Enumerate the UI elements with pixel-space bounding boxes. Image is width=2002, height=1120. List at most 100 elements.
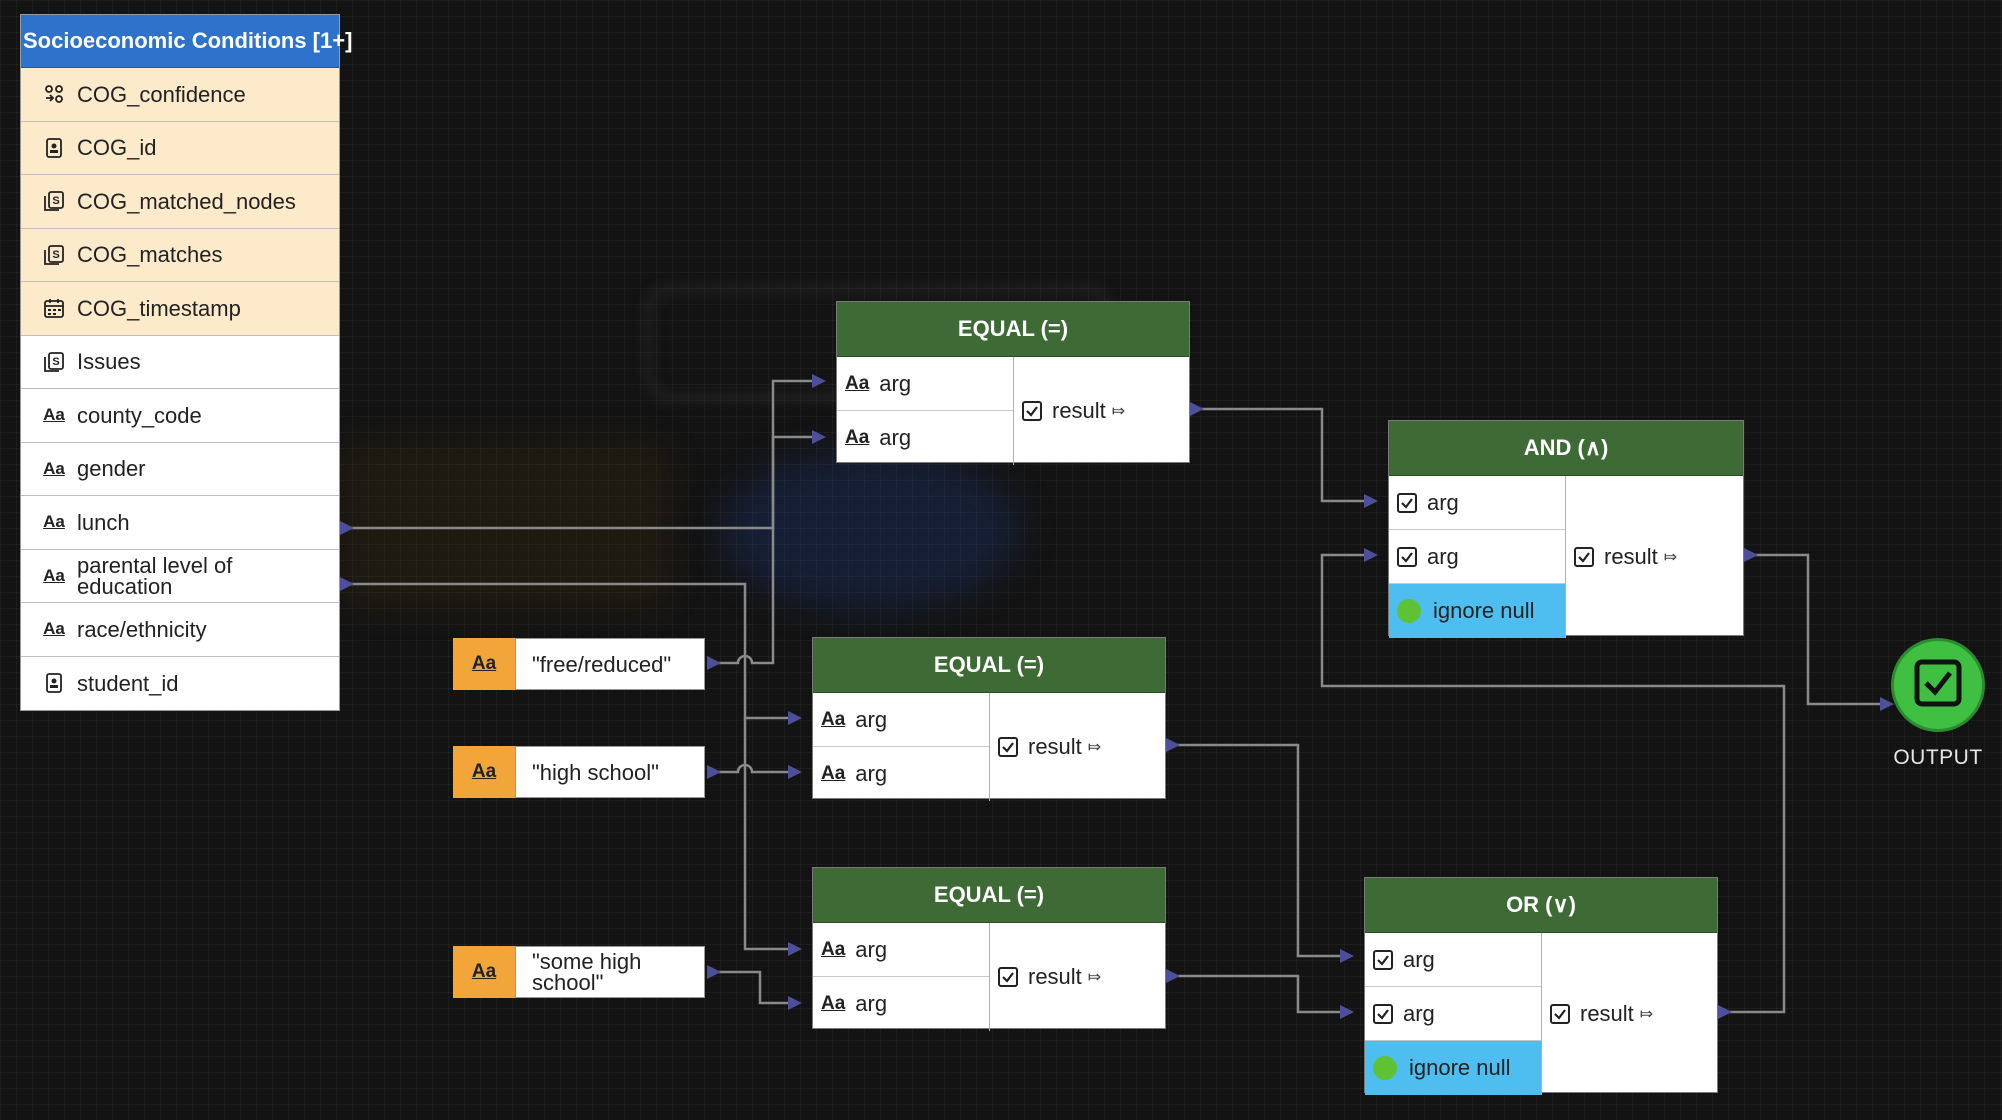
field-issues[interactable]: S Issues — [21, 336, 339, 389]
constant-node-some-high-school[interactable]: Aa "some high school" — [453, 946, 705, 998]
wire-arrowhead — [788, 711, 802, 725]
field-cog-confidence[interactable]: COG_confidence — [21, 68, 339, 122]
wire-arrowhead — [1340, 949, 1354, 963]
constant-value[interactable]: "free/reduced" — [515, 638, 705, 690]
result-port[interactable]: result ⤇ — [1014, 357, 1189, 465]
text-type-icon: Aa — [43, 565, 65, 585]
constant-value[interactable]: "some high school" — [515, 946, 705, 998]
wire-arrowhead — [788, 765, 802, 779]
output-label: OUTPUT — [1893, 746, 1983, 769]
checkbox-icon — [1373, 1003, 1393, 1024]
wire-arrowhead — [812, 430, 826, 444]
checkbox-icon — [1913, 658, 1963, 713]
source-table-node[interactable]: Socioeconomic Conditions [1+] COG_confid… — [20, 14, 352, 711]
wire-arrowhead — [788, 996, 802, 1010]
field-label: parental level of education — [77, 552, 233, 599]
status-dot-icon — [1373, 1056, 1397, 1080]
wire-or-to-and — [1320, 553, 1786, 1014]
output-port — [1718, 1005, 1732, 1019]
text-type-badge: Aa — [453, 638, 515, 690]
result-label: result — [1028, 964, 1082, 989]
checkbox-icon — [1373, 949, 1393, 970]
field-cog-matches[interactable]: S COG_matches — [21, 228, 339, 282]
wire-some-high-school-to-equal3 — [707, 970, 788, 1005]
field-gender[interactable]: Aa gender — [21, 443, 339, 496]
svg-text:S: S — [52, 356, 59, 368]
result-port[interactable]: result ⤇ — [990, 923, 1165, 1031]
field-cog-matched-nodes[interactable]: S COG_matched_nodes — [21, 175, 339, 229]
field-student-id[interactable]: student_id — [21, 657, 339, 711]
list-icon: S — [43, 244, 65, 266]
calendar-icon — [43, 297, 65, 319]
wire-parental-to-equal2 — [340, 582, 788, 720]
field-label: Issues — [77, 349, 141, 375]
arg-port[interactable]: arg — [1389, 530, 1565, 584]
arg-label: arg — [1427, 543, 1459, 569]
output-port — [1166, 738, 1180, 752]
field-label: race/ethnicity — [77, 616, 207, 642]
field-race-ethnicity[interactable]: Aa race/ethnicity — [21, 603, 339, 657]
ignore-null-toggle[interactable]: ignore null — [1365, 1041, 1541, 1095]
constant-value[interactable]: "high school" — [515, 746, 705, 798]
text-type-icon: Aa — [43, 458, 65, 478]
output-port — [1166, 969, 1180, 983]
arg-label: arg — [1403, 1000, 1435, 1026]
background-blur-shape — [720, 450, 1020, 610]
output-port — [707, 765, 721, 779]
arg-port[interactable]: arg — [1365, 987, 1541, 1041]
and-operator-node[interactable]: AND (∧) arg arg ignore null result ⤇ — [1388, 420, 1744, 638]
arg-label: arg — [879, 370, 912, 396]
source-table-title[interactable]: Socioeconomic Conditions [1+] — [21, 15, 352, 68]
operator-title[interactable]: EQUAL (=) — [813, 638, 1165, 693]
field-label: county_code — [77, 402, 202, 428]
field-parental-level-of-education[interactable]: Aa parental level of education — [21, 550, 339, 603]
arg-label: arg — [855, 706, 888, 732]
result-port[interactable]: result ⤇ — [990, 693, 1165, 801]
constant-node-free-reduced[interactable]: Aa "free/reduced" — [453, 638, 705, 690]
field-cog-timestamp[interactable]: COG_timestamp — [21, 282, 339, 336]
field-label: COG_timestamp — [77, 295, 241, 321]
result-port[interactable]: result ⤇ — [1566, 476, 1743, 638]
field-county-code[interactable]: Aa county_code — [21, 389, 339, 443]
wire-arrowhead — [1340, 1005, 1354, 1019]
ignore-null-label: ignore null — [1409, 1055, 1511, 1080]
result-port[interactable]: result ⤇ — [1542, 933, 1717, 1095]
constant-node-high-school[interactable]: Aa "high school" — [453, 746, 705, 798]
operator-title[interactable]: OR (∨) — [1365, 878, 1717, 933]
wire-arrowhead — [1880, 697, 1894, 711]
operator-title[interactable]: AND (∧) — [1389, 421, 1743, 476]
wire-arrowhead — [1364, 494, 1378, 508]
ignore-null-toggle[interactable]: ignore null — [1389, 584, 1565, 638]
arg-port[interactable]: arg — [1365, 933, 1541, 987]
arg-label: arg — [1427, 489, 1459, 515]
checkbox-icon — [1397, 546, 1417, 567]
svg-text:S: S — [52, 249, 59, 261]
wire-arrowhead — [812, 374, 826, 388]
field-cog-id[interactable]: COG_id — [21, 121, 339, 175]
ignore-null-label: ignore null — [1433, 598, 1535, 623]
wire-and-to-output — [1744, 553, 1880, 706]
field-label: COG_id — [77, 135, 157, 161]
checkbox-icon — [1550, 1004, 1570, 1024]
arg-port[interactable]: arg — [1389, 476, 1565, 530]
wire-equal2-to-or — [1166, 743, 1340, 958]
operator-title[interactable]: EQUAL (=) — [813, 868, 1165, 923]
field-lunch[interactable]: Aa lunch — [21, 496, 339, 550]
arg-label: arg — [855, 991, 888, 1016]
operator-title[interactable]: EQUAL (=) — [837, 302, 1189, 357]
or-operator-node[interactable]: OR (∨) arg arg ignore null result ⤇ — [1364, 877, 1718, 1095]
output-node-button[interactable] — [1891, 638, 1985, 732]
background-blur-shape — [340, 440, 670, 610]
wire-equal3-to-or — [1166, 974, 1340, 1014]
arg-label: arg — [879, 425, 912, 450]
